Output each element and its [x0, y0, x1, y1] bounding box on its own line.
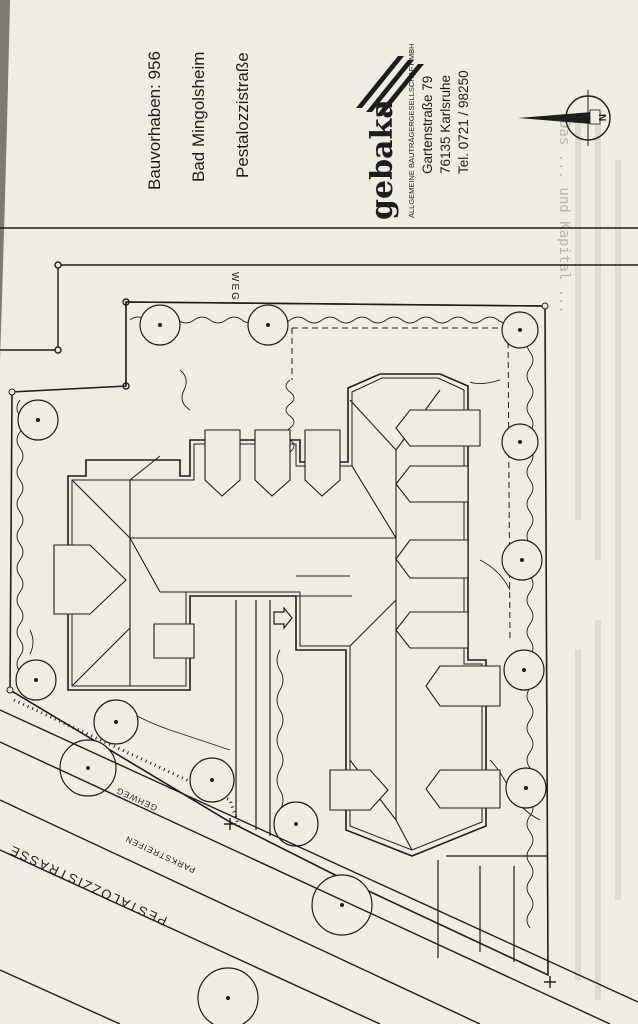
weg-label: WEG	[229, 272, 240, 302]
roof-lines	[71, 389, 441, 851]
company-city: 76135 Karlsruhe	[438, 75, 453, 174]
company-phone: Tel. 0721 / 98250	[456, 70, 471, 174]
show-through-lines	[575, 110, 621, 1000]
boundary-markers	[224, 818, 556, 988]
north-arrow-icon: N	[518, 90, 611, 146]
tree-centers	[34, 323, 528, 1000]
entry-arrow-icon	[273, 606, 293, 630]
north-label: N	[596, 114, 607, 121]
project-number: Bauvorhaben: 956	[145, 51, 164, 190]
company-full-name: ALLGEMEINE BAUTRÄGERGESELLSCHAFT MBH	[407, 44, 416, 219]
background-page-heading: Das ... und Kapital ...	[556, 120, 572, 314]
driveway	[235, 600, 548, 962]
background-page-text: Das ... und Kapital ...	[556, 120, 572, 314]
site-plan: WEG	[0, 261, 638, 1024]
street-name-title: Pestalozzistraße	[233, 52, 252, 178]
logo-stripes-icon	[356, 56, 424, 116]
logo-wordmark: gebaka	[365, 99, 400, 220]
company-address: ALLGEMEINE BAUTRÄGERGESELLSCHAFT MBH Gar…	[407, 44, 471, 219]
building-footprint	[67, 373, 487, 857]
company-street: Gartenstraße 79	[420, 76, 435, 174]
title-block: Bauvorhaben: 956 Bad Mingolsheim Pestalo…	[145, 51, 252, 190]
company-logo: gebaka	[356, 56, 424, 220]
town-name: Bad Mingolsheim	[189, 52, 208, 182]
dormers	[53, 409, 501, 811]
street-lines	[0, 709, 638, 1024]
